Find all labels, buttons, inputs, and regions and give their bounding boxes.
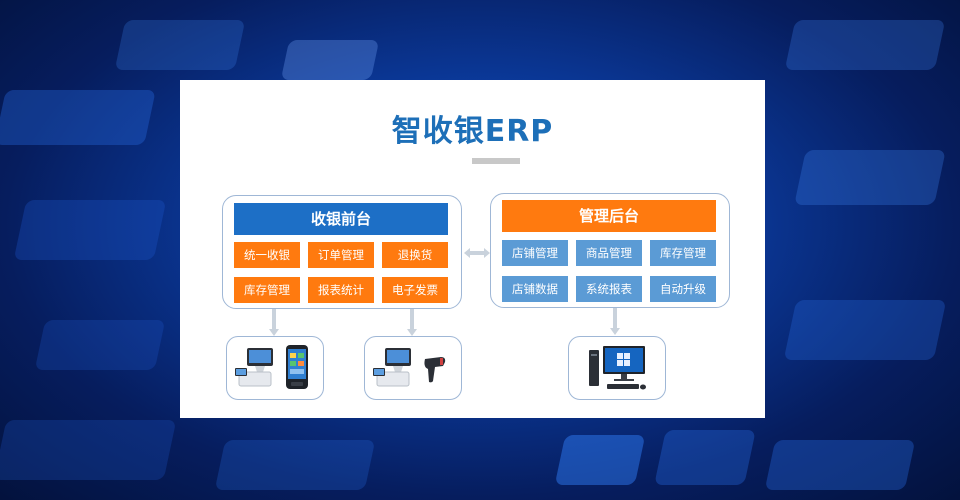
- smartphone-icon: [286, 345, 308, 389]
- cashier-header: 收银前台: [234, 203, 448, 235]
- diagram-title: 智收银ERP: [391, 114, 554, 149]
- down-arrow-icon: [407, 309, 417, 336]
- backend-item: 店铺管理: [502, 240, 568, 266]
- cashier-item: 库存管理: [234, 277, 300, 303]
- double-arrow-icon: [464, 248, 490, 258]
- diagram-panel: 智收银ERP 收银前台 统一收银 订单管理 退换货 库存管理 报表统计 电子发票…: [180, 80, 765, 418]
- cashier-item: 统一收银: [234, 242, 300, 268]
- cashier-item: 退换货: [382, 242, 448, 268]
- desktop-computer-icon: [589, 346, 646, 390]
- barcode-scanner-icon: [424, 357, 446, 383]
- backend-item: 库存管理: [650, 240, 716, 266]
- cashier-item: 订单管理: [308, 242, 374, 268]
- backend-header: 管理后台: [502, 200, 716, 232]
- device-box-pos-phone: [226, 336, 324, 400]
- device-box-pos-scanner: [364, 336, 462, 400]
- backend-item: 商品管理: [576, 240, 642, 266]
- backend-item: 系统报表: [576, 276, 642, 302]
- pos-terminal-icon: [373, 348, 411, 387]
- down-arrow-icon: [610, 308, 620, 335]
- backend-item: 自动升级: [650, 276, 716, 302]
- pos-terminal-icon: [235, 348, 273, 387]
- cashier-item: 电子发票: [382, 277, 448, 303]
- backend-item: 店铺数据: [502, 276, 568, 302]
- down-arrow-icon: [269, 309, 279, 336]
- device-box-desktop: [568, 336, 666, 400]
- cashier-item: 报表统计: [308, 277, 374, 303]
- title-underline: [472, 158, 520, 164]
